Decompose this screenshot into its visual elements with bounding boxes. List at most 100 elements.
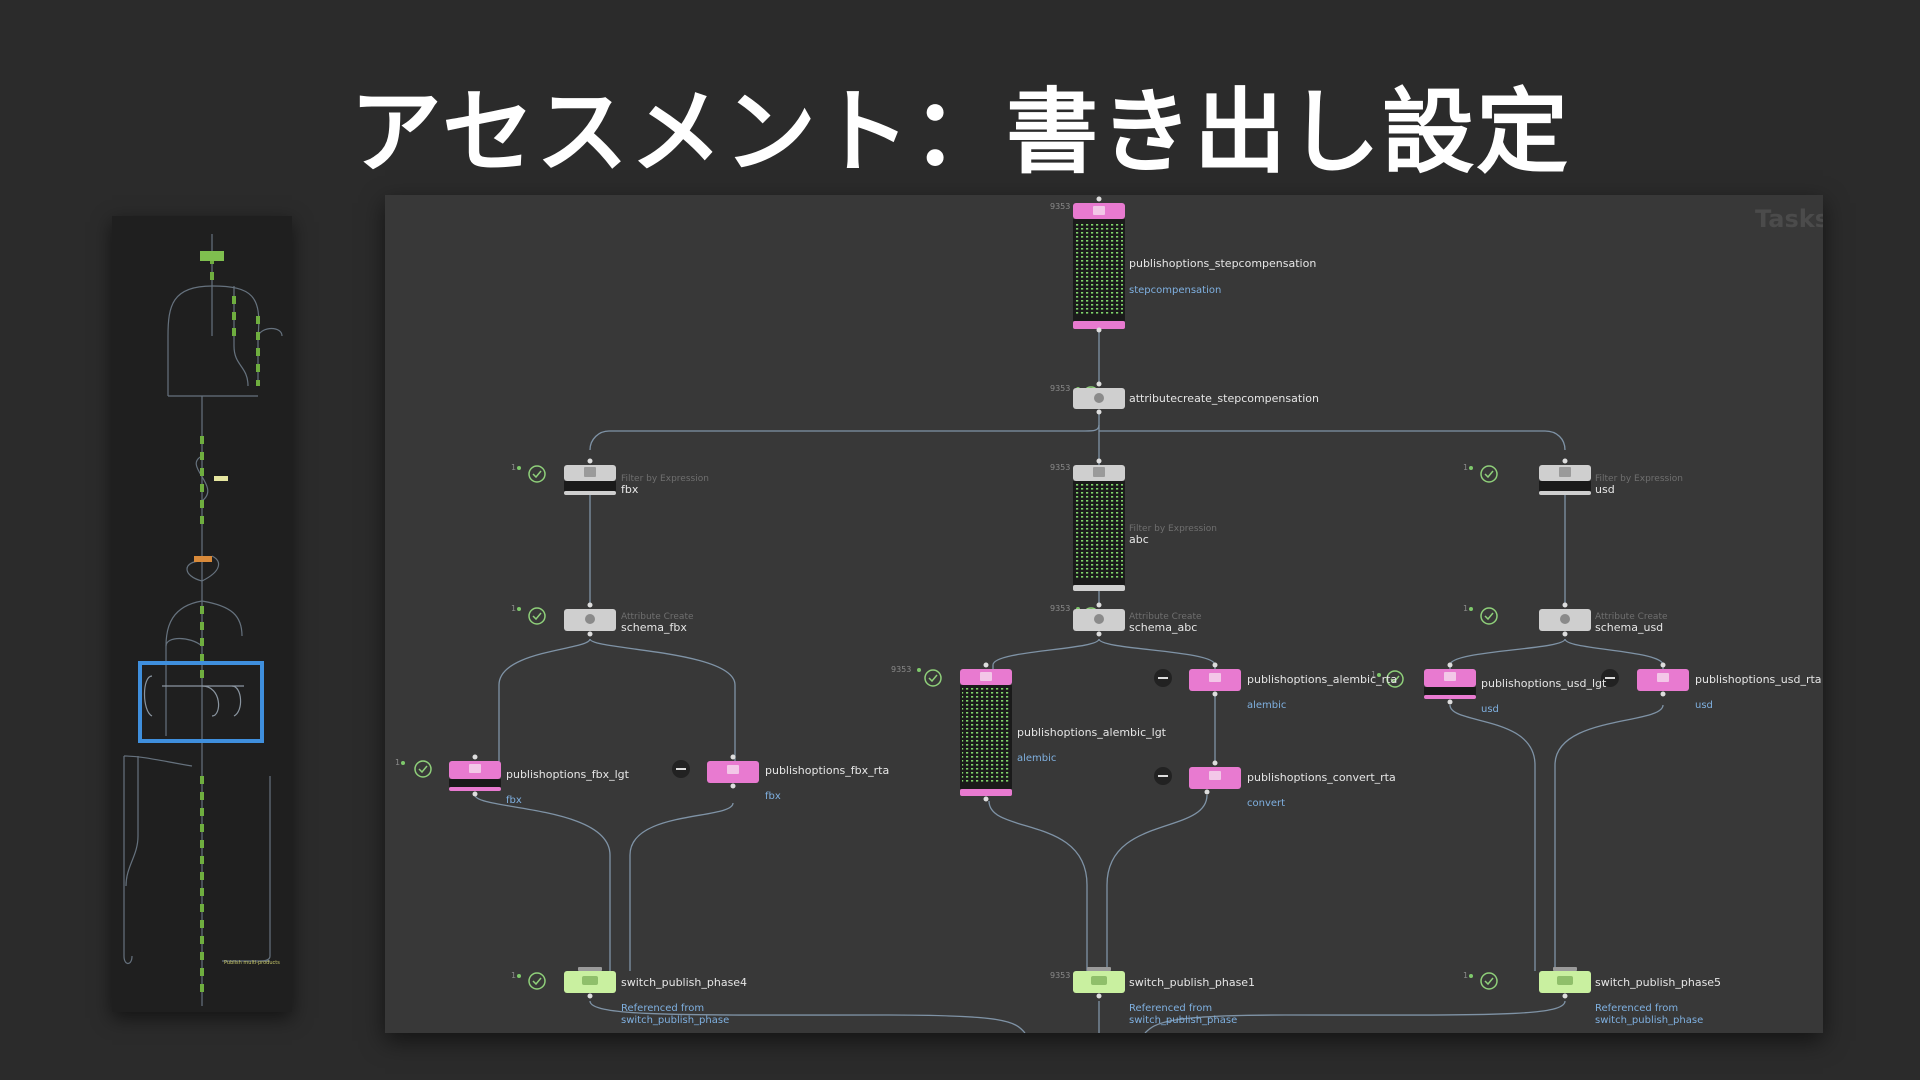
settings-icon (1657, 673, 1669, 682)
svg-text:9353: 9353 (1050, 971, 1070, 980)
node-schema-fbx[interactable]: Attribute Create schema_fbx (564, 602, 694, 637)
node-reference-target: switch_publish_phase (1595, 1015, 1703, 1026)
node-reference-label: Referenced from (621, 1003, 704, 1014)
node-type: Filter by Expression (621, 474, 709, 484)
status-badges: 9353 9353 1 9353 (395, 202, 1498, 990)
node-name: schema_abc (1129, 621, 1197, 634)
status-badge: 9353 (891, 665, 942, 687)
node-filter-usd[interactable]: Filter by Expression usd (1539, 458, 1683, 497)
svg-text:9353: 9353 (1050, 604, 1070, 613)
node-publishoptions-fbx-rta[interactable]: publishoptions_fbx_rta fbx (707, 754, 889, 803)
node-name: publishoptions_convert_rta (1247, 771, 1396, 784)
settings-icon (1209, 673, 1221, 682)
settings-icon (980, 672, 992, 681)
status-badge: 1 (1463, 971, 1498, 990)
node-name: schema_fbx (621, 621, 687, 634)
status-badge: 1 (511, 604, 546, 625)
bypass-buttons[interactable] (672, 669, 1619, 785)
filter-icon (584, 467, 596, 477)
bypass-toggle-icon[interactable] (1154, 767, 1172, 785)
node-reference-label: Referenced from (1129, 1003, 1212, 1014)
node-name: publishoptions_alembic_lgt (1017, 726, 1167, 739)
attribute-icon (1094, 393, 1104, 403)
node-name: publishoptions_fbx_lgt (506, 768, 630, 781)
status-badge: 1 (511, 463, 546, 483)
node-publishoptions-alembic-rta[interactable]: publishoptions_alembic_rta alembic (1189, 662, 1397, 712)
node-filter-fbx[interactable]: Filter by Expression fbx (564, 458, 709, 497)
node-publishoptions-usd-lgt[interactable]: publishoptions_usd_lgt usd (1424, 662, 1607, 716)
svg-text:1: 1 (395, 758, 400, 767)
node-sublabel: fbx (765, 791, 781, 802)
node-name: publishoptions_alembic_rta (1247, 673, 1397, 686)
wires (474, 329, 1664, 1033)
status-badge: 1 (395, 758, 432, 778)
node-name: publishoptions_stepcompensation (1129, 257, 1316, 270)
node-sublabel: alembic (1247, 700, 1286, 711)
network-editor-panel[interactable]: Tasks (385, 195, 1823, 1033)
node-publishoptions-fbx-lgt[interactable]: publishoptions_fbx_lgt fbx (449, 754, 630, 807)
settings-icon (469, 764, 481, 773)
settings-icon (1209, 771, 1221, 780)
node-attributecreate-stepcompensation[interactable]: attributecreate_stepcompensation (1073, 381, 1319, 415)
svg-text:1: 1 (511, 604, 516, 613)
svg-text:1: 1 (1371, 670, 1376, 679)
node-schema-abc[interactable]: Attribute Create schema_abc (1073, 602, 1202, 637)
filter-icon (1559, 467, 1571, 477)
node-reference-target: switch_publish_phase (621, 1015, 729, 1026)
node-sublabel: usd (1695, 700, 1713, 711)
node-type: Attribute Create (1595, 612, 1668, 622)
node-type: Attribute Create (621, 612, 694, 622)
minimap-canvas[interactable]: Publish multi-products (112, 216, 292, 1012)
svg-text:1: 1 (1463, 463, 1468, 472)
node-publishoptions-usd-rta[interactable]: publishoptions_usd_rta usd (1637, 662, 1822, 712)
node-reference-label: Referenced from (1595, 1003, 1678, 1014)
node-name: attributecreate_stepcompensation (1129, 392, 1319, 405)
svg-text:1: 1 (1463, 604, 1468, 613)
settings-icon (1444, 672, 1456, 681)
switch-icon (582, 976, 598, 985)
svg-text:9353: 9353 (1050, 384, 1070, 393)
filter-icon (1093, 467, 1105, 477)
node-reference-target: switch_publish_phase (1129, 1015, 1237, 1026)
node-publishoptions-alembic-lgt[interactable]: publishoptions_alembic_lgt alembic (960, 662, 1167, 802)
node-name: publishoptions_usd_rta (1695, 673, 1822, 686)
status-badge: 1 (1463, 463, 1498, 483)
svg-text:9353: 9353 (891, 665, 911, 674)
node-sublabel: convert (1247, 798, 1285, 809)
node-sublabel: usd (1481, 704, 1499, 715)
switch-icon (1091, 976, 1107, 985)
node-publishoptions-convert-rta[interactable]: publishoptions_convert_rta convert (1189, 760, 1396, 810)
node-graph[interactable]: 9353 9353 1 9353 (385, 195, 1823, 1033)
settings-icon (727, 765, 739, 774)
switch-icon (1557, 976, 1573, 985)
node-name: publishoptions_fbx_rta (765, 764, 889, 777)
node-switch-publish-phase5[interactable]: switch_publish_phase5 Referenced from sw… (1539, 967, 1721, 1026)
minimap-footer-label: Publish multi-products (224, 960, 280, 966)
bypass-toggle-icon[interactable] (672, 760, 690, 778)
attribute-icon (585, 614, 595, 624)
tasks-context-label: Tasks (1754, 205, 1823, 233)
svg-text:1: 1 (1463, 971, 1468, 980)
svg-text:9353: 9353 (1050, 463, 1070, 472)
attribute-icon (1094, 614, 1104, 624)
node-sublabel: fbx (506, 795, 522, 806)
network-minimap[interactable]: Publish multi-products (112, 216, 292, 1012)
node-filter-abc[interactable]: Filter by Expression abc (1073, 458, 1217, 592)
node-switch-publish-phase4[interactable]: switch_publish_phase4 Referenced from sw… (564, 967, 747, 1026)
node-name: usd (1595, 483, 1615, 496)
node-name: fbx (621, 483, 639, 496)
node-name: abc (1129, 533, 1149, 546)
node-name: switch_publish_phase1 (1129, 976, 1255, 989)
node-switch-publish-phase1[interactable]: switch_publish_phase1 Referenced from sw… (1073, 967, 1255, 1026)
node-name: publishoptions_usd_lgt (1481, 677, 1607, 690)
minimap-viewport[interactable] (138, 661, 264, 743)
node-schema-usd[interactable]: Attribute Create schema_usd (1539, 602, 1668, 637)
bypass-toggle-icon[interactable] (1154, 669, 1172, 687)
status-badge: 1 (1463, 604, 1498, 625)
node-type: Filter by Expression (1595, 474, 1683, 484)
node-name: switch_publish_phase5 (1595, 976, 1721, 989)
node-publishoptions-stepcompensation[interactable]: publishoptions_stepcompensation stepcomp… (1073, 196, 1316, 333)
bypass-toggle-icon[interactable] (1601, 669, 1619, 687)
node-sublabel: alembic (1017, 753, 1056, 764)
slide-title: アセスメント：書き出し設定 (349, 79, 1571, 186)
